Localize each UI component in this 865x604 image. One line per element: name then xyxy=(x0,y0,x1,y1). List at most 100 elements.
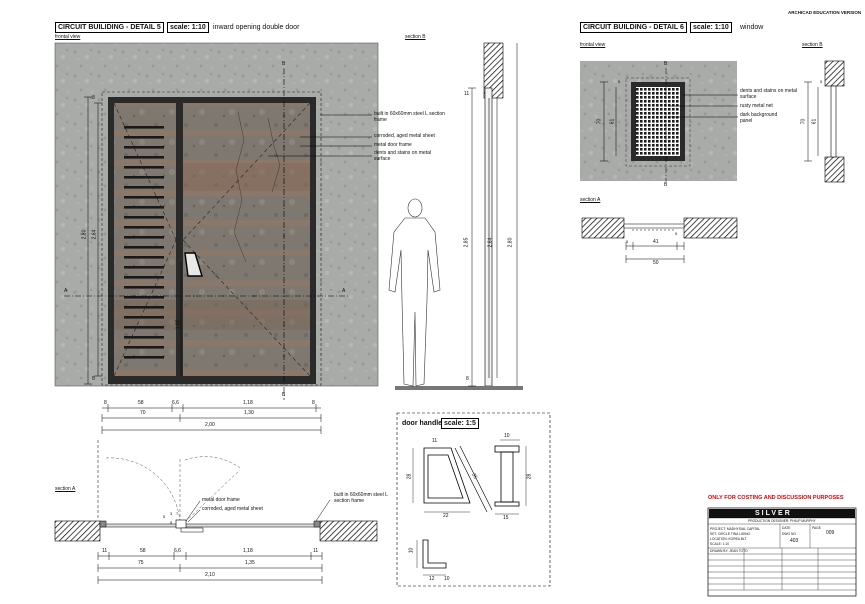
detail5-section-a-center-handle xyxy=(175,519,187,529)
section-a-dim-left-leaf: 58 xyxy=(140,548,146,554)
title-block-scale: SCALE: 1:10 xyxy=(710,542,730,546)
detail5-vertical-dim-lines xyxy=(84,96,182,385)
door-handle-front-view xyxy=(494,445,520,507)
detail5-description: inward opening double door xyxy=(213,24,300,31)
dim-h1-mullion: 6,6 xyxy=(172,400,179,406)
section-a-small-dim-2: 3 xyxy=(170,511,173,516)
handle-dim-28-left: 28 xyxy=(406,473,413,480)
detail5-right-leaf xyxy=(183,103,310,376)
detail5-section-a-leaders xyxy=(185,499,331,523)
detail6-frontal-view-label: frontal view xyxy=(580,42,606,48)
title-block-logo-bar xyxy=(709,509,855,518)
dim-h1-right-leaf: 1,18 xyxy=(243,400,253,406)
door-handle-panel xyxy=(396,412,551,587)
costing-notice: ONLY FOR COSTING AND DISCUSSION PURPOSES xyxy=(708,495,844,501)
detail6-section-b-dim-5: 5 xyxy=(820,79,823,84)
title-block-production: PRODUCTION DESIGNER: PHILIP MURPHY xyxy=(748,519,816,523)
detail5-section-b-label: section B xyxy=(405,34,426,40)
detail5-left-leaf-stain xyxy=(114,300,176,330)
door-handle-scale: scale: 1:5 xyxy=(441,418,479,429)
detail5-section-a-label: section A xyxy=(55,486,76,492)
section-a-dim-total: 2,10 xyxy=(205,572,215,578)
detail5-section-a-wall-right xyxy=(319,520,378,542)
section-a-dim-row2-left: 75 xyxy=(138,560,144,566)
detail6-window-dash xyxy=(625,77,691,167)
door-handle-title: door handle xyxy=(402,420,443,427)
section-a-dim-frame-left: 11 xyxy=(102,548,108,554)
detail5-door-swing-arc-right xyxy=(184,456,241,469)
door-handle-frontal xyxy=(184,252,203,277)
section-a-annotation-door-frame: metal door frame xyxy=(202,497,240,503)
detail5-section-b-floor xyxy=(395,386,523,390)
section-a-annotation-metal-sheet: corroded, aged metal sheet xyxy=(202,506,263,512)
title-block-date-label: DATE xyxy=(782,526,791,530)
detail6-annotation-leaders xyxy=(668,94,738,118)
dim-h2-right: 1,30 xyxy=(244,410,254,416)
title-block-page-label: PAGE xyxy=(812,526,821,530)
detail6-dim-61: 61 xyxy=(609,118,616,125)
detail6-metal-net xyxy=(636,87,680,156)
detail5-right-leaf-stain xyxy=(183,163,310,191)
annotation-metal-door-frame: metal door frame xyxy=(374,142,412,148)
dim-handle-height: 1,05 xyxy=(175,319,182,330)
annotation-steel-frame: built in 60x60mm steel L section frame xyxy=(374,111,445,123)
detail6-section-b-window xyxy=(830,85,837,158)
detail6-section-b-marker-top: B xyxy=(664,61,668,67)
dim-door-height: 2,64 xyxy=(91,229,98,240)
detail6-section-b-wall-top xyxy=(824,60,845,87)
section-a-small-dim-4: 8 xyxy=(170,520,173,525)
detail6-section-b-marker-bottom: B xyxy=(664,182,668,188)
detail5-frontal-view-label: frontal view xyxy=(55,34,81,40)
annotation-dents-stains: dents and stains on metal surface xyxy=(374,150,431,162)
detail5-scale: scale: 1:10 xyxy=(167,22,209,33)
detail5-right-leaf-stain-2 xyxy=(183,300,310,330)
detail5-section-a-door-leaves xyxy=(99,523,321,528)
door-handle-dims xyxy=(412,439,527,576)
title-block-drawn-by: DRAWN BY: JEAN TOTO xyxy=(710,549,748,553)
title-block-set: SET: CIRCLE TINA LIDING xyxy=(710,532,751,536)
detail5-left-leaf xyxy=(114,103,176,376)
detail6-annotation-panel: dark background panel xyxy=(740,112,778,124)
detail6-dim-5: 5 xyxy=(618,79,621,84)
detail5-section-a-frame-left xyxy=(99,520,107,528)
detail5-door-outer-dash xyxy=(101,91,322,386)
detail6-section-a-wall-left xyxy=(581,217,625,239)
detail6-annotation-net: rusty metal net xyxy=(740,103,773,109)
handle-dim-15: 15 xyxy=(503,515,509,521)
detail6-scale: scale: 1:10 xyxy=(690,22,732,33)
section-a-small-dim-1: 5 xyxy=(163,514,166,519)
detail5-right-leaf-open xyxy=(184,469,241,523)
handle-dim-22: 22 xyxy=(443,513,449,519)
handle-dim-11: 11 xyxy=(432,438,438,444)
dim-h1-left-leaf: 58 xyxy=(138,400,144,406)
section-a-small-dim-3: 7 xyxy=(176,511,179,516)
title-block-location: LOCATION: KOREA BLT xyxy=(710,537,747,541)
detail5-annotation-leaders xyxy=(268,114,372,157)
human-figure-scale xyxy=(388,198,441,387)
handle-dim-10-top: 10 xyxy=(504,433,510,439)
detail5-section-a-marker-left: A xyxy=(64,288,68,294)
detail6-section-a-dim-50: 50 xyxy=(653,260,659,266)
dim-section-b-frame: 2,85 xyxy=(463,237,470,248)
handle-dim-28-right: 28 xyxy=(526,473,533,480)
detail5-opening-swing-lines xyxy=(113,102,311,377)
section-a-dim-right-leaf: 1,18 xyxy=(243,548,253,554)
detail6-section-a-dim-5-left: 5 xyxy=(626,239,629,244)
detail6-section-a-dim-5-right: 5 xyxy=(675,231,678,236)
title-block-grid xyxy=(708,517,856,591)
detail6-section-a-label: section A xyxy=(580,197,601,203)
dim-h-total: 2,00 xyxy=(205,422,215,428)
dim-section-b-top: 11 xyxy=(464,91,470,97)
detail5-title: CIRCUIT BUILIDING - DETAIL 5 xyxy=(55,22,164,33)
title-block-dwg-label: DWG NO. xyxy=(782,532,797,536)
detail5-section-b-wall-top xyxy=(483,42,504,99)
detail6-dim-70: 70 xyxy=(596,118,603,125)
dim-section-b-total: 2,80 xyxy=(507,237,514,248)
title-block-project: PROJECT: MADHYSIAL CAPITAL xyxy=(710,527,761,531)
detail6-section-b-dim-61: 61 xyxy=(811,118,818,125)
watermark-text: ARCHICAD EDUCATION VERSION xyxy=(788,10,862,15)
dim-bottom-gap: 8 xyxy=(92,376,95,382)
detail6-section-b-dim-70: 70 xyxy=(800,118,807,125)
detail5-crack-lines xyxy=(233,111,281,263)
detail5-section-b-dims xyxy=(468,43,518,387)
